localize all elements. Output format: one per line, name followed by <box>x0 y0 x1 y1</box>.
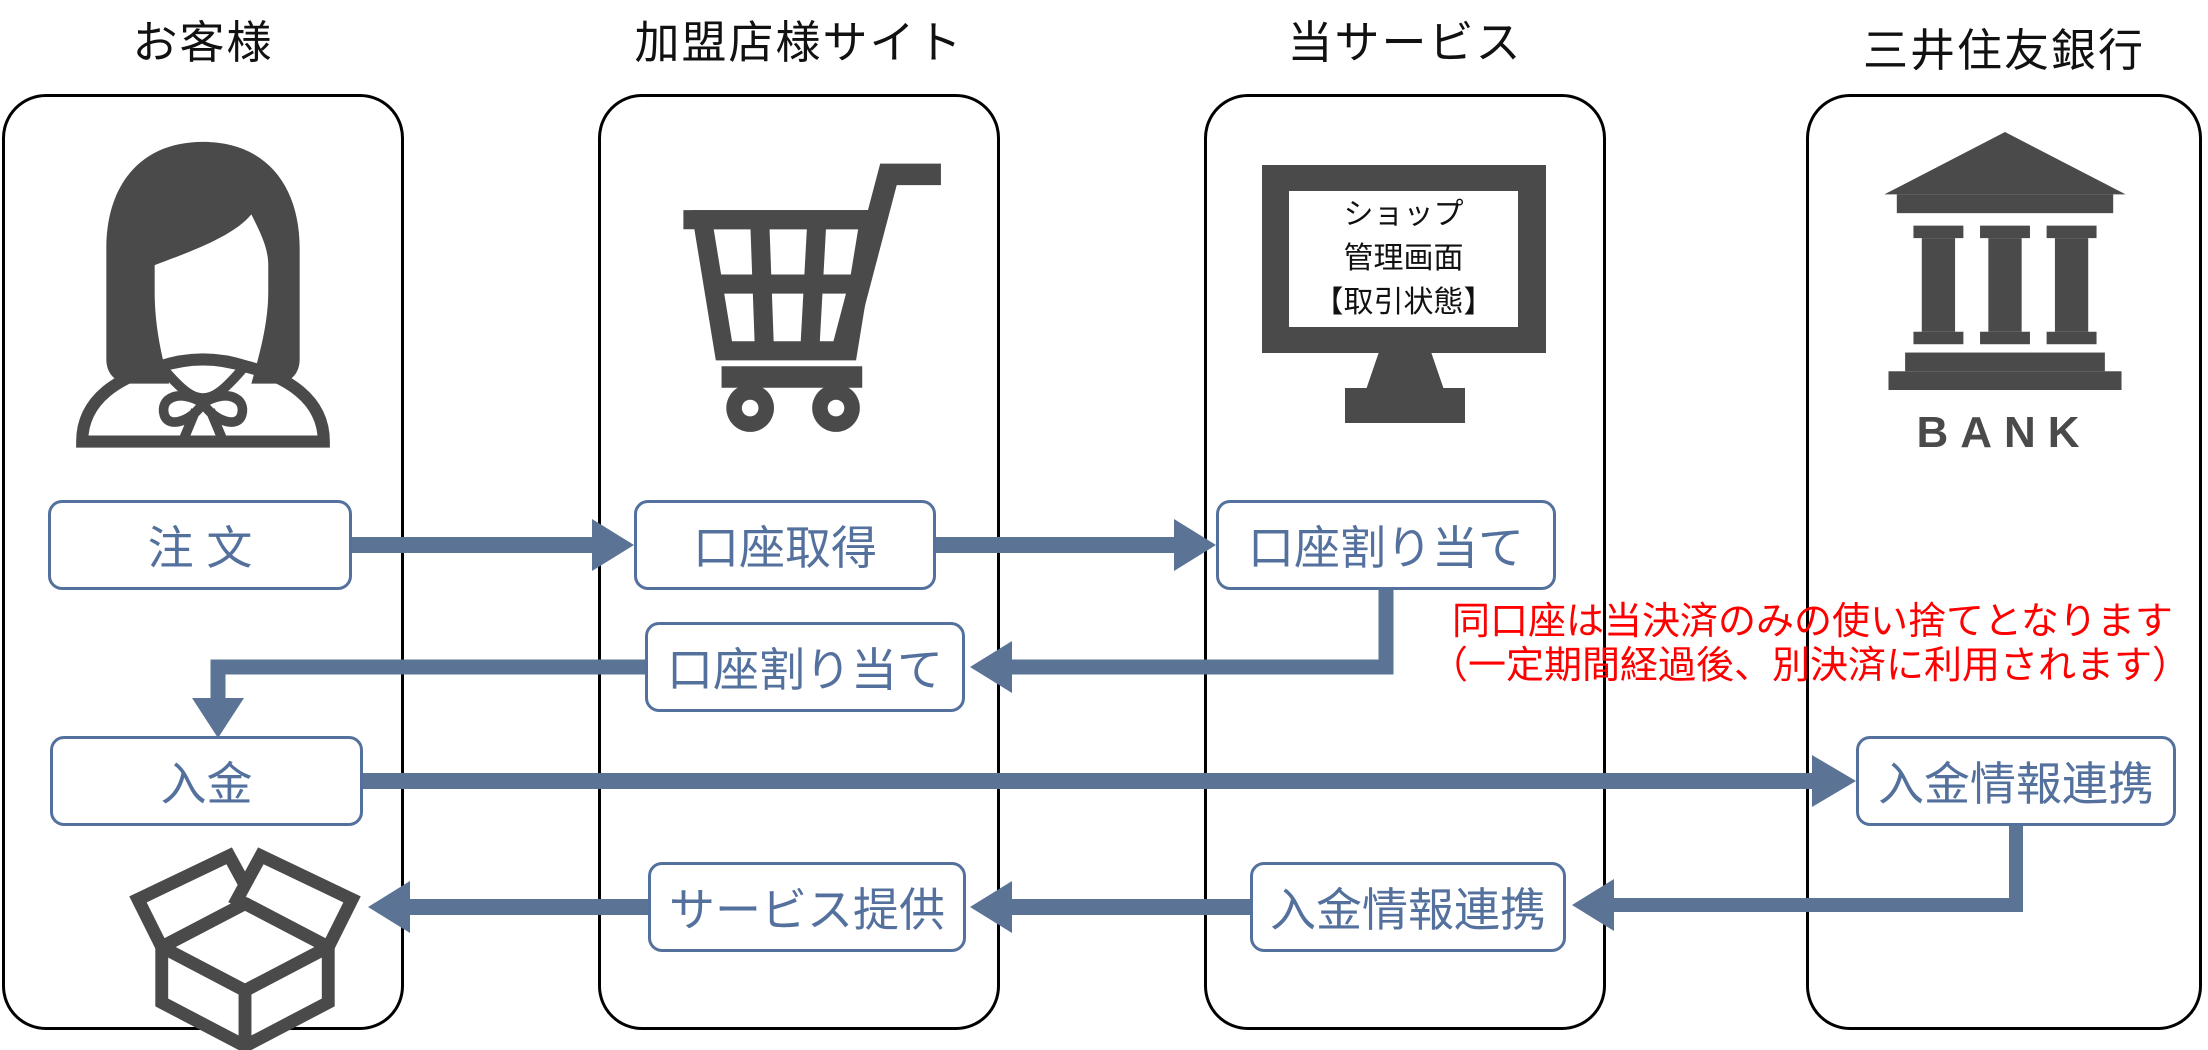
flow-box-account-assign-service-label: 口座割り当て <box>1248 522 1524 574</box>
flow-box-service-provide: サービス提供 <box>648 862 966 952</box>
note-line-1: 同口座は当決済のみの使い捨てとなります <box>1452 601 2173 643</box>
flow-box-account-get-label: 口座取得 <box>693 522 877 574</box>
flow-box-deposit-link-bank-label: 入金情報連携 <box>1878 758 2154 810</box>
column-title-our-service: 当サービス <box>1287 17 1523 68</box>
flow-box-deposit-link-bank: 入金情報連携 <box>1856 736 2176 826</box>
flow-box-order: 注 文 <box>48 500 352 590</box>
flow-box-deposit-link-service: 入金情報連携 <box>1250 862 1566 952</box>
lane-smbc-bank <box>1806 94 2202 1030</box>
monitor-line-3: 【取引状態】 <box>1313 286 1494 319</box>
flow-box-account-assign-service: 口座割り当て <box>1216 500 1556 590</box>
note-text: 同口座は当決済のみの使い捨てとなります （一定期間経過後、別決済に利用されます） <box>1430 600 2190 688</box>
bank-label: BANK <box>1916 408 2092 457</box>
arrow-deposit-to-bank-deposit-link <box>363 755 1856 807</box>
column-title-customer: お客様 <box>132 17 274 68</box>
flow-box-account-get: 口座取得 <box>634 500 936 590</box>
flow-box-deposit-label: 入金 <box>160 758 253 810</box>
column-title-smbc-bank: 三井住友銀行 <box>1862 25 2145 76</box>
flow-box-order-label: 注 文 <box>147 522 253 574</box>
monitor-line-1: ショップ <box>1343 198 1464 231</box>
monitor-screen: ショップ 管理画面 【取引状態】 <box>1289 191 1518 327</box>
bank-icon <box>1884 132 2126 390</box>
monitor-line-2: 管理画面 <box>1343 242 1464 275</box>
note-line-2: （一定期間経過後、別決済に利用されます） <box>1430 645 2191 687</box>
woman-icon <box>76 141 330 448</box>
flow-box-deposit: 入金 <box>50 736 363 826</box>
flow-box-service-provide-label: サービス提供 <box>669 884 945 936</box>
monitor-icon: ショップ 管理画面 【取引状態】 <box>1262 165 1546 353</box>
column-title-merchant-site: 加盟店様サイト <box>634 17 964 68</box>
open-box-icon <box>129 847 361 1050</box>
cart-icon <box>683 163 941 432</box>
flow-box-deposit-link-service-label: 入金情報連携 <box>1270 884 1546 936</box>
flow-box-account-assign-merchant-label: 口座割り当て <box>667 644 943 696</box>
flow-box-account-assign-merchant: 口座割り当て <box>645 622 965 712</box>
